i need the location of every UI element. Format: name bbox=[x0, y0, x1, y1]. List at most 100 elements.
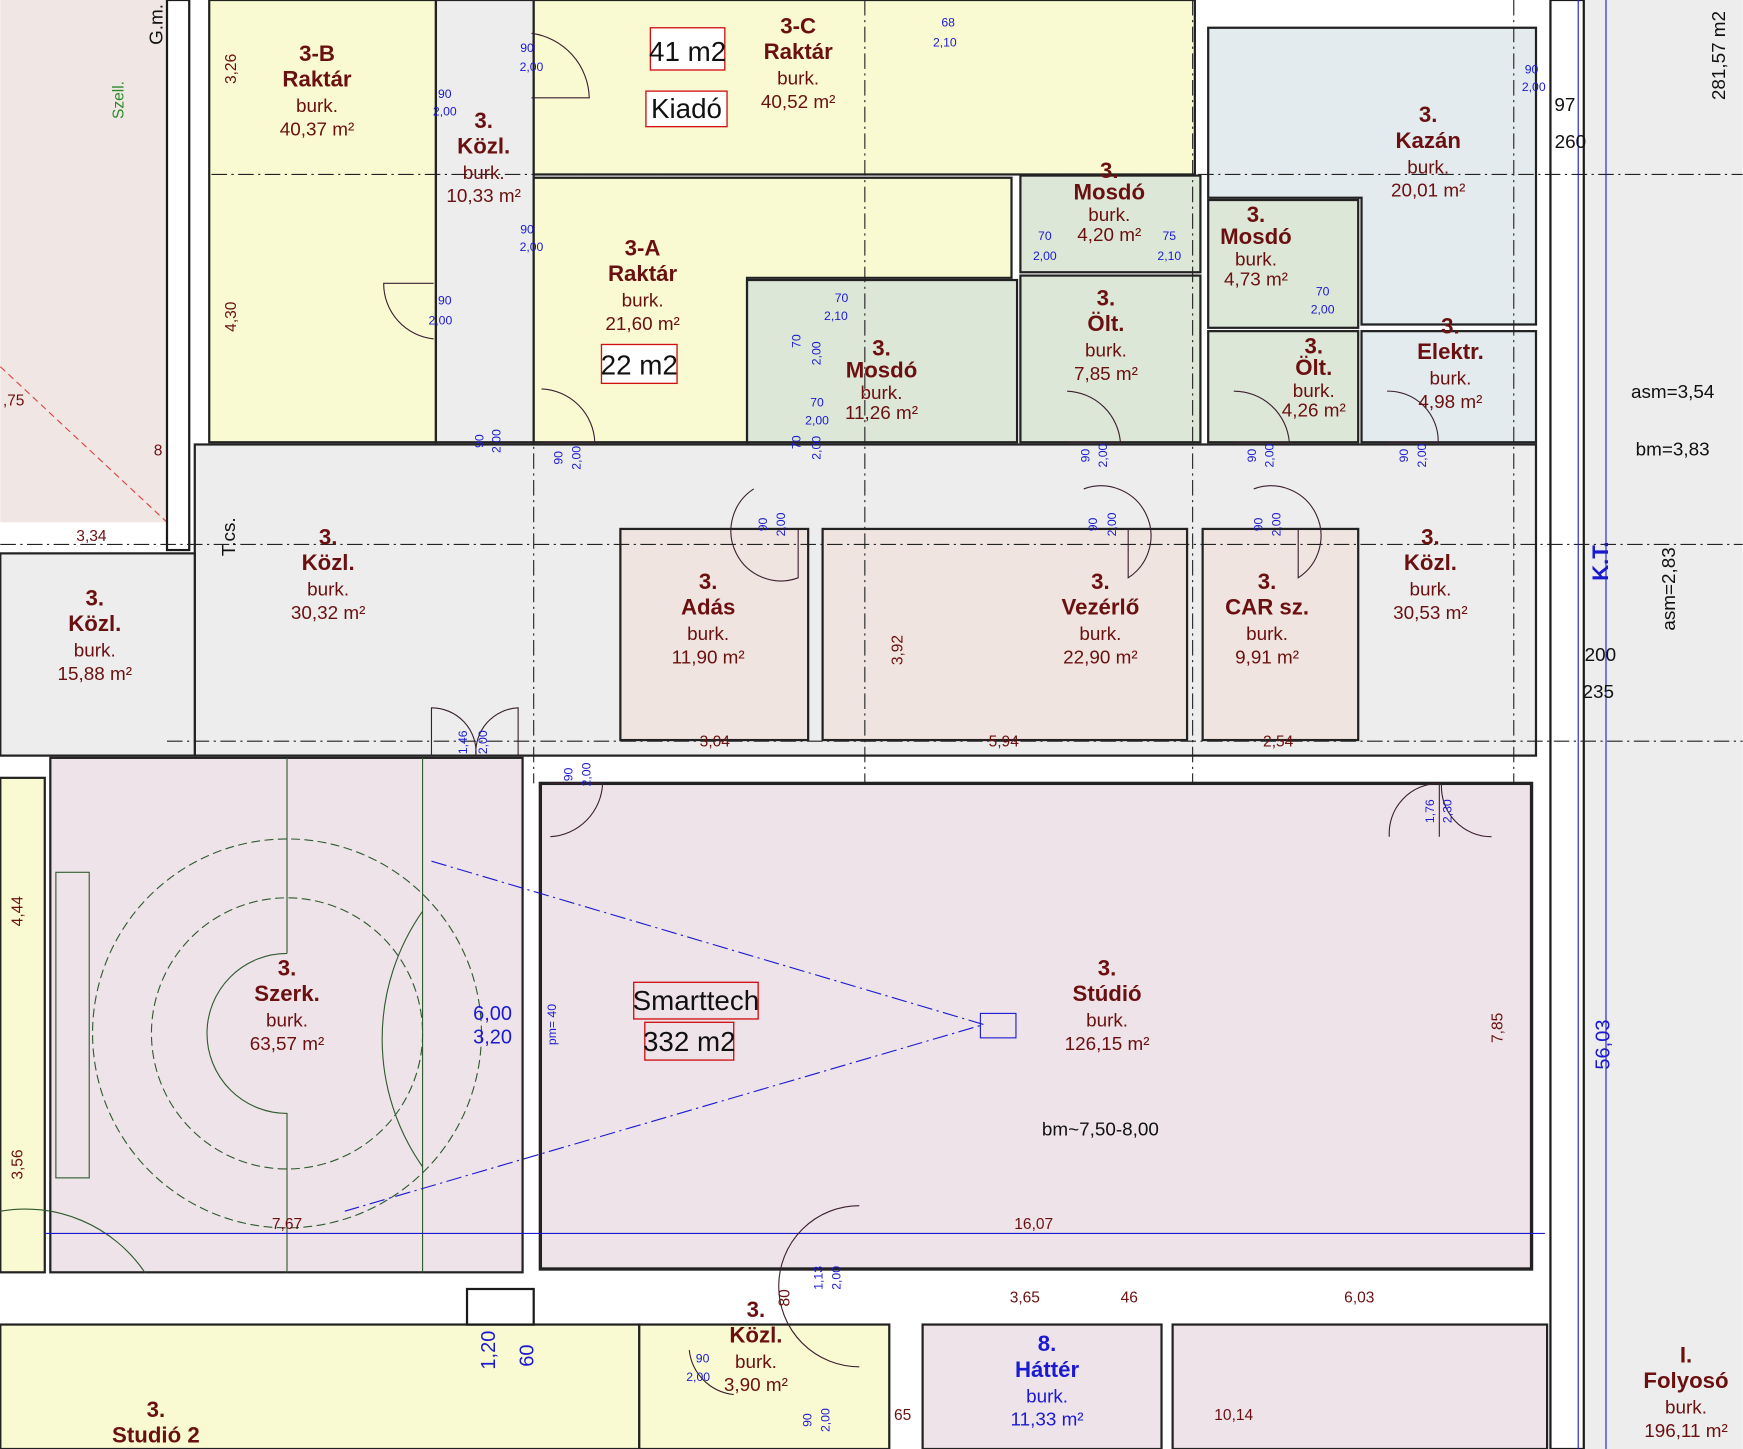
room-area: 10,33 m² bbox=[446, 186, 521, 207]
room-name: Folyosó bbox=[1643, 1368, 1728, 1393]
dimension-label: 10,14 bbox=[1214, 1407, 1253, 1424]
dimension-label: 3,56 bbox=[10, 1149, 27, 1179]
room-car[interactable] bbox=[1201, 527, 1360, 742]
room-area: 196,11 m² bbox=[1644, 1421, 1728, 1442]
room-area: 4,20 m² bbox=[1077, 225, 1141, 246]
door-dimension: 2,10 bbox=[1157, 249, 1181, 263]
room-label-kozl4: 3.Közl. burk.15,88 m² bbox=[58, 586, 133, 685]
room-vezerlo[interactable] bbox=[821, 527, 1189, 742]
annotation-tcs: T.cs. bbox=[219, 517, 240, 556]
room-area: 40,52 m² bbox=[761, 92, 836, 113]
room-area: 30,53 m² bbox=[1393, 603, 1468, 624]
door-dimension: 70 bbox=[810, 396, 824, 410]
door-dimension: 2,00 bbox=[520, 60, 544, 74]
door-dimension: 2,00 bbox=[433, 105, 457, 119]
room-floor: burk. bbox=[74, 641, 116, 662]
annotation-text: 41 m2 bbox=[649, 36, 726, 67]
room-area: 30,32 m² bbox=[291, 603, 366, 624]
room-studio[interactable] bbox=[538, 781, 1534, 1271]
room-floor: burk. bbox=[266, 1011, 308, 1032]
dimension-label: 6,00 bbox=[473, 1003, 512, 1025]
annotation-gm: G.m. bbox=[147, 4, 168, 45]
outer-left-zone bbox=[0, 0, 168, 523]
room-adas[interactable] bbox=[619, 527, 810, 742]
dimension-label: 3,65 bbox=[1010, 1289, 1040, 1306]
dimension-label: 1,20 bbox=[478, 1331, 500, 1370]
room-label-elektr: 3.Elektr.burk.4,98 m² bbox=[1417, 313, 1484, 412]
door-dimension: 2,00 bbox=[818, 1408, 832, 1432]
door-dimension: 70 bbox=[1316, 285, 1330, 299]
room-area: 4,98 m² bbox=[1418, 392, 1482, 413]
annotation-lvl-200: 200 bbox=[1585, 645, 1617, 666]
dimension-label: 3,26 bbox=[223, 54, 240, 84]
room-area: 15,88 m² bbox=[58, 664, 133, 685]
door-dimension: 2,00 bbox=[1263, 443, 1277, 467]
room-name: Közl. bbox=[457, 133, 510, 158]
room-name: Raktár bbox=[764, 39, 834, 64]
room-num: 3. bbox=[474, 108, 493, 133]
room-area: 63,57 m² bbox=[250, 1034, 325, 1055]
room-num: 3. bbox=[278, 956, 297, 981]
room-area: 20,01 m² bbox=[1391, 181, 1466, 202]
door-dimension: 2,00 bbox=[774, 512, 788, 536]
annotation-pm: pm= 40 bbox=[545, 1004, 559, 1045]
room-elektr[interactable] bbox=[1360, 330, 1538, 444]
room-floor: burk. bbox=[861, 383, 903, 404]
room-floor: burk. bbox=[1086, 1011, 1128, 1032]
room-floor: burk. bbox=[296, 96, 338, 117]
room-name: Raktár bbox=[608, 261, 678, 286]
room-label-kozl3: 3.Közl.burk.30,53 m² bbox=[1393, 524, 1468, 623]
room-name: Szerk. bbox=[254, 981, 319, 1006]
room-area: 7,85 m² bbox=[1074, 364, 1138, 385]
room-name: Adás bbox=[681, 594, 735, 619]
door-dimension: 70 bbox=[835, 291, 849, 305]
room-mosdo-2[interactable] bbox=[1019, 174, 1202, 274]
dimension-label: 3,34 bbox=[76, 528, 107, 545]
dimension-label: 60 bbox=[517, 1345, 539, 1367]
door-dimension: 2,00 bbox=[520, 240, 544, 254]
room-kazan[interactable] bbox=[1207, 26, 1538, 326]
room-num: 3. bbox=[86, 586, 105, 611]
room-mosdo-1[interactable] bbox=[745, 278, 1019, 444]
door-dimension: 2,00 bbox=[569, 446, 583, 470]
room-southeast[interactable] bbox=[1171, 1323, 1549, 1449]
room-label-kozl5: 3.Közl.burk.3,90 m² bbox=[724, 1297, 788, 1396]
annotation-text: 22 m2 bbox=[601, 349, 678, 380]
room-kozl-west[interactable] bbox=[0, 552, 196, 757]
annotation-kt: K.T. bbox=[1588, 541, 1613, 581]
annotation-box-box_smarttech: Smarttech bbox=[633, 981, 759, 1020]
annotation-box-box_332: 332 m2 bbox=[643, 1021, 736, 1061]
annotation-text: Kiadó bbox=[651, 93, 722, 124]
room-floor: burk. bbox=[777, 68, 819, 89]
door-dimension: 2,00 bbox=[686, 1370, 710, 1384]
room-name: Közl. bbox=[68, 611, 121, 636]
door-dimension: 90 bbox=[438, 87, 452, 101]
room-olt-2[interactable] bbox=[1207, 330, 1360, 444]
dimension-label: ,75 bbox=[3, 393, 25, 410]
room-name: Stúdió bbox=[1073, 981, 1142, 1006]
door-dimension: 1,13 bbox=[812, 1266, 826, 1290]
room-name: Kazán bbox=[1395, 128, 1460, 153]
room-kozl-south[interactable] bbox=[638, 1323, 891, 1449]
room-hatter[interactable] bbox=[921, 1323, 1163, 1449]
room-3b-raktar[interactable] bbox=[208, 0, 438, 444]
room-name: Ölt. bbox=[1295, 355, 1332, 380]
studio-features bbox=[0, 757, 1545, 1273]
dimension-label: 3,92 bbox=[890, 635, 907, 665]
room-mosdo-3[interactable] bbox=[1207, 198, 1360, 329]
room-num: 3. bbox=[1100, 158, 1119, 183]
room-kozl-north[interactable] bbox=[434, 0, 535, 444]
annotation-asm1: asm=3,54 bbox=[1631, 382, 1714, 403]
room-floor: burk. bbox=[687, 624, 729, 645]
room-studio-2[interactable] bbox=[0, 1323, 641, 1449]
room-num: 3-B bbox=[299, 41, 335, 66]
door-dimension: 90 bbox=[1086, 517, 1100, 531]
room-num: 3. bbox=[747, 1297, 766, 1322]
door-dimension: 2,00 bbox=[579, 762, 593, 786]
room-name: Mosdó bbox=[1220, 224, 1292, 249]
door-dimension: 2,00 bbox=[809, 436, 823, 460]
